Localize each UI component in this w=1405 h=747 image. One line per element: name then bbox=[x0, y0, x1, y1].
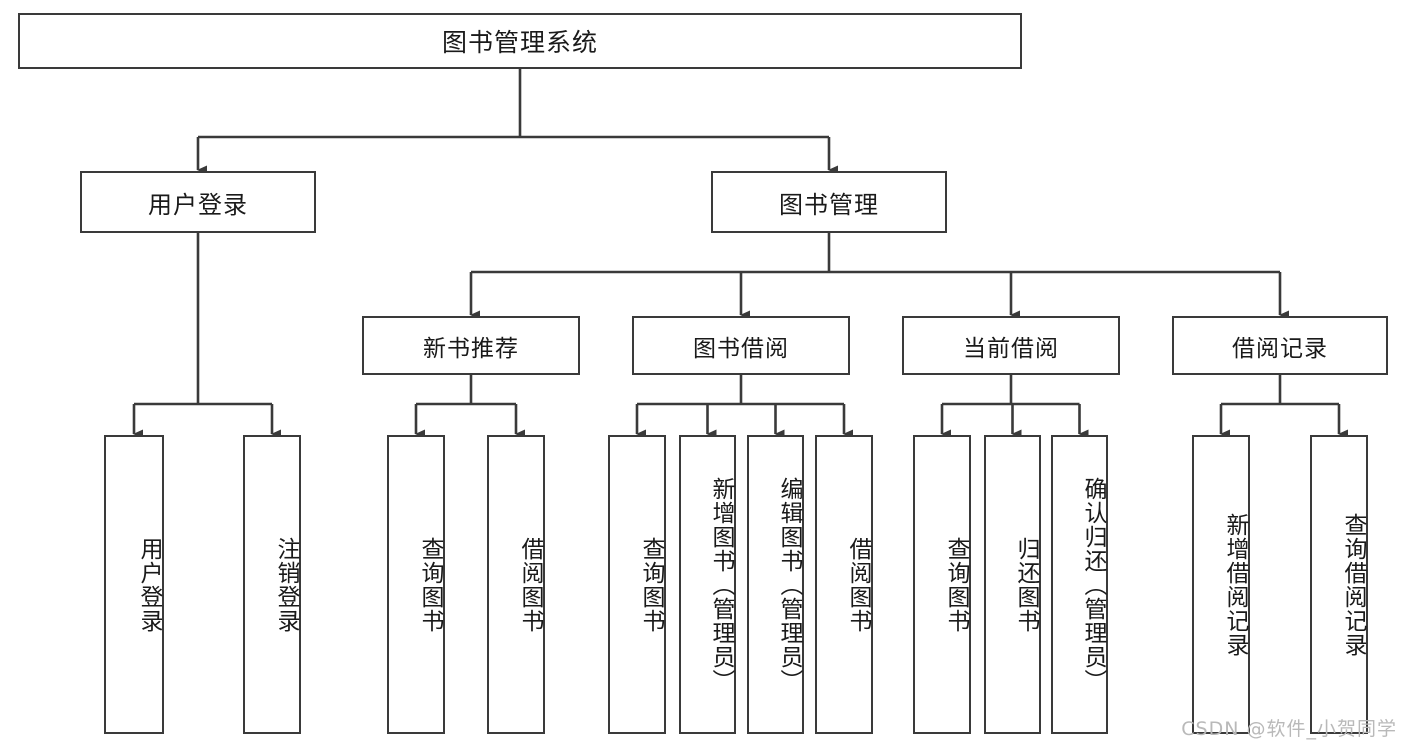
leaf-current-query-books[interactable]: 查询图书 bbox=[913, 435, 971, 734]
leaf-logout[interactable]: 注销登录 bbox=[243, 435, 301, 734]
node-new-book-recommend[interactable]: 新书推荐 bbox=[362, 316, 580, 375]
leaf-current-confirm-return-admin-label: 确认归还（管理员） bbox=[1080, 476, 1106, 693]
leaf-borrow-add-book-admin[interactable]: 新增图书（管理员） bbox=[679, 435, 736, 734]
node-book-borrow[interactable]: 图书借阅 bbox=[632, 316, 850, 375]
leaf-user-login-label: 用户登录 bbox=[136, 536, 162, 633]
leaf-newbook-borrow-books-label: 借阅图书 bbox=[517, 536, 543, 633]
leaf-borrow-query-books-label: 查询图书 bbox=[638, 536, 664, 633]
leaf-records-add-record-label: 新增借阅记录 bbox=[1222, 512, 1248, 657]
node-current-borrow[interactable]: 当前借阅 bbox=[902, 316, 1120, 375]
node-borrow-records-label: 借阅记录 bbox=[1232, 335, 1328, 362]
leaf-borrow-edit-book-admin[interactable]: 编辑图书（管理员） bbox=[747, 435, 804, 734]
leaf-records-add-record[interactable]: 新增借阅记录 bbox=[1192, 435, 1250, 734]
leaf-borrow-add-book-admin-label: 新增图书（管理员） bbox=[708, 476, 734, 693]
leaf-user-login[interactable]: 用户登录 bbox=[104, 435, 164, 734]
node-root[interactable]: 图书管理系统 bbox=[18, 13, 1022, 69]
node-user-login-label: 用户登录 bbox=[148, 190, 248, 219]
leaf-newbook-query-books[interactable]: 查询图书 bbox=[387, 435, 445, 734]
node-new-book-recommend-label: 新书推荐 bbox=[423, 335, 519, 362]
leaf-borrow-query-books[interactable]: 查询图书 bbox=[608, 435, 666, 734]
node-current-borrow-label: 当前借阅 bbox=[963, 335, 1059, 362]
leaf-current-confirm-return-admin[interactable]: 确认归还（管理员） bbox=[1051, 435, 1108, 734]
leaf-current-return-books[interactable]: 归还图书 bbox=[984, 435, 1041, 734]
leaf-current-query-books-label: 查询图书 bbox=[943, 536, 969, 633]
node-book-borrow-label: 图书借阅 bbox=[693, 335, 789, 362]
edge-group bbox=[132, 69, 1348, 439]
node-book-management-label: 图书管理 bbox=[779, 190, 879, 219]
leaf-borrow-borrow-books[interactable]: 借阅图书 bbox=[815, 435, 873, 734]
leaf-borrow-borrow-books-label: 借阅图书 bbox=[845, 536, 871, 633]
node-borrow-records[interactable]: 借阅记录 bbox=[1172, 316, 1388, 375]
node-user-login[interactable]: 用户登录 bbox=[80, 171, 316, 233]
leaf-newbook-borrow-books[interactable]: 借阅图书 bbox=[487, 435, 545, 734]
leaf-newbook-query-books-label: 查询图书 bbox=[417, 536, 443, 633]
leaf-records-query-record-label: 查询借阅记录 bbox=[1340, 512, 1366, 657]
leaf-current-return-books-label: 归还图书 bbox=[1013, 536, 1039, 633]
leaf-records-query-record[interactable]: 查询借阅记录 bbox=[1310, 435, 1368, 734]
node-book-management[interactable]: 图书管理 bbox=[711, 171, 947, 233]
node-root-label: 图书管理系统 bbox=[441, 28, 598, 57]
leaf-logout-label: 注销登录 bbox=[273, 536, 299, 633]
leaf-borrow-edit-book-admin-label: 编辑图书（管理员） bbox=[776, 476, 802, 693]
csdn-watermark: CSDN @软件_小贺同学 bbox=[1181, 718, 1397, 740]
